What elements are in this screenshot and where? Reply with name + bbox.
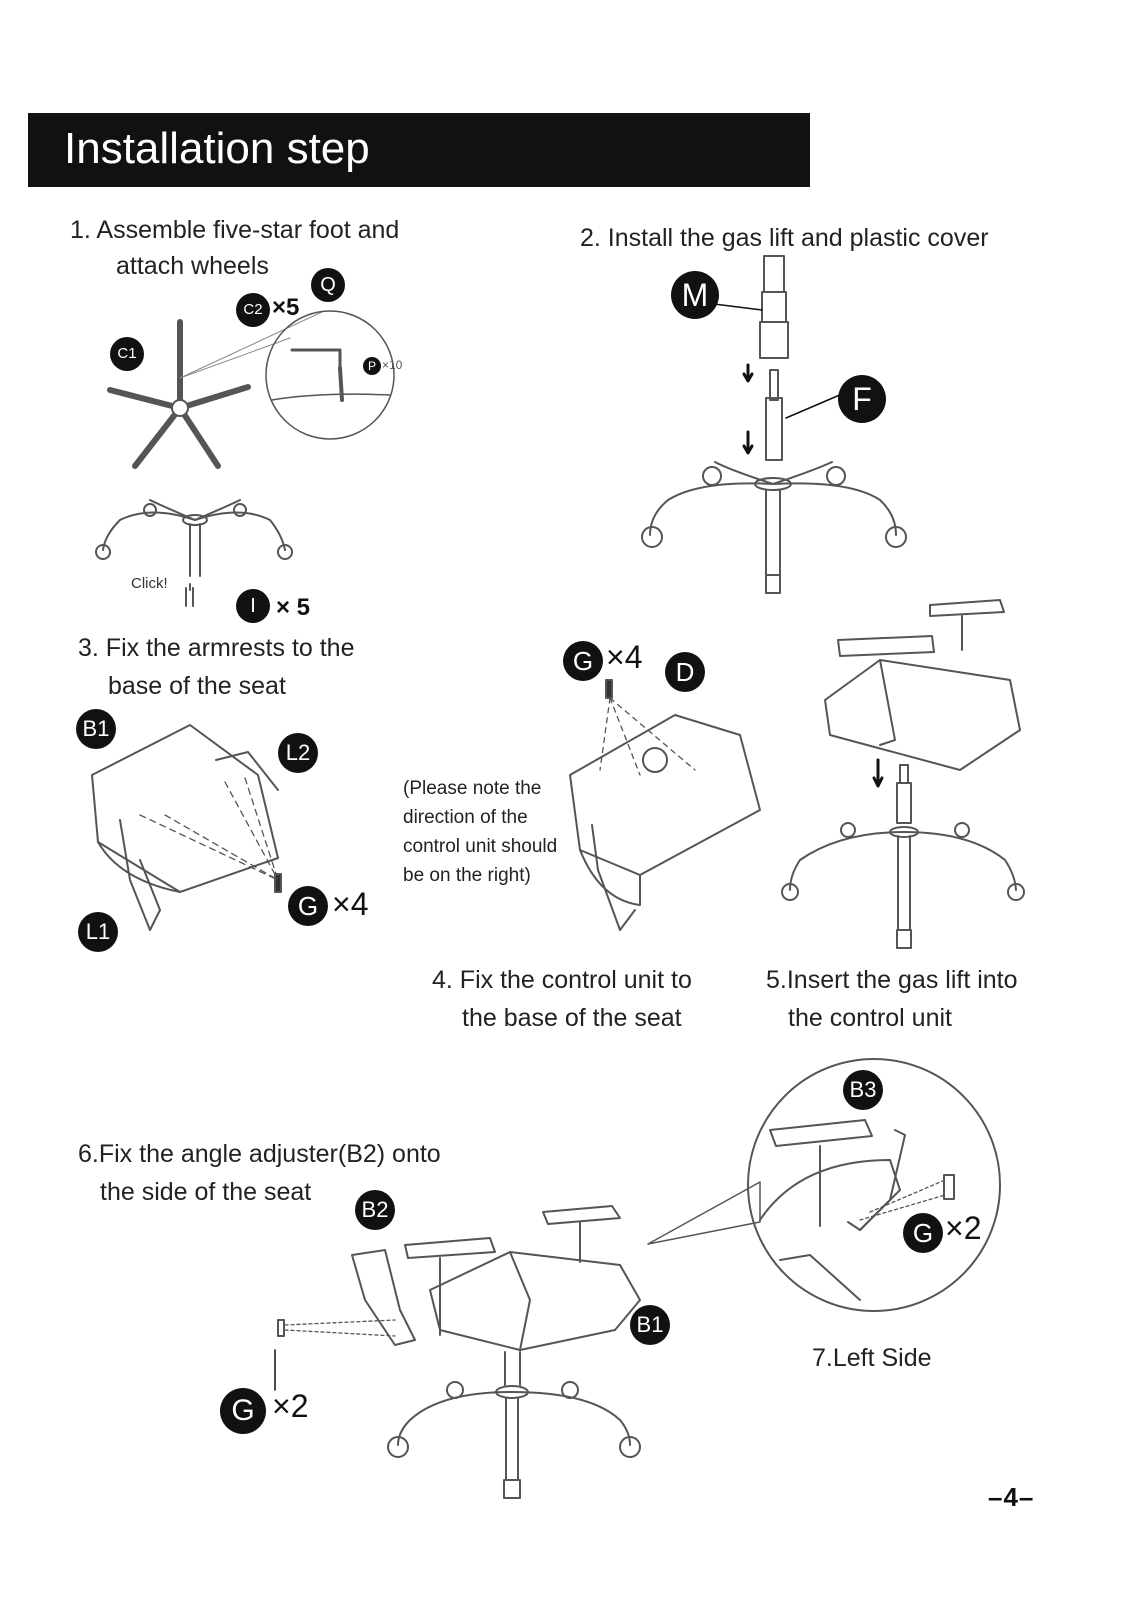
control-unit-note-line-3: control unit should: [403, 836, 558, 857]
part-badge-i: I: [236, 589, 270, 623]
step-5-title: 5.Insert the gas lift into: [766, 966, 1018, 994]
section-header-bar: [28, 113, 810, 187]
page-number: –4–: [988, 1482, 1035, 1512]
seat-onto-gas-lift: [781, 599, 1025, 949]
step-1-title: 1. Assemble five-star foot and: [70, 216, 400, 244]
quantity-c2: ×5: [272, 294, 300, 321]
step-7-title: 7.Left Side: [812, 1344, 932, 1372]
click-label: Click!: [131, 575, 168, 592]
part-badge-b3: B3: [843, 1070, 883, 1110]
five-star-base-exploded: [107, 311, 323, 469]
seat-with-armrests: [91, 724, 282, 931]
part-badge-q: Q: [311, 268, 345, 302]
part-badge-l2: L2: [278, 733, 318, 773]
part-badge-g-armrest: G: [288, 886, 328, 926]
quantity-g-armrest: ×4: [332, 886, 369, 922]
control-unit-note-line-4: be on the right): [403, 865, 531, 886]
control-unit-note-line-1: (Please note the: [403, 778, 542, 799]
part-badge-m: M: [671, 271, 719, 319]
chair-side-view: [274, 1205, 641, 1499]
step-2-title: 2. Install the gas lift and plastic cove…: [580, 224, 989, 252]
five-star-base-assembled: [95, 499, 293, 607]
part-badge-d: D: [665, 652, 705, 692]
gas-lift-and-base: [641, 255, 907, 594]
part-badge-b1: B1: [76, 709, 116, 749]
step-1-subtitle: attach wheels: [116, 252, 269, 280]
step-6-subtitle: the side of the seat: [100, 1178, 312, 1206]
left-side-detail: [647, 1058, 1001, 1312]
step-6-title: 6.Fix the angle adjuster(B2) onto: [78, 1140, 441, 1168]
step-3-title: 3. Fix the armrests to the: [78, 634, 355, 662]
step-4-title: 4. Fix the control unit to: [432, 966, 692, 994]
part-badge-g-control: G: [563, 641, 603, 681]
quantity-i: × 5: [276, 594, 311, 621]
part-badge-p: P: [363, 357, 381, 375]
control-unit-note-line-2: direction of the: [403, 807, 528, 828]
allen-key-detail: [265, 310, 395, 440]
step-3-subtitle: base of the seat: [108, 672, 286, 700]
part-badge-b1-side: B1: [630, 1305, 670, 1345]
part-badge-c1: C1: [110, 337, 144, 371]
quantity-g-side: ×2: [272, 1388, 309, 1424]
part-badge-f: F: [838, 375, 886, 423]
page-title: Installation step: [64, 124, 370, 173]
quantity-g-detail: ×2: [945, 1210, 982, 1246]
quantity-p: ×10: [382, 358, 403, 372]
part-badge-c2: C2: [236, 293, 270, 327]
part-badge-b2: B2: [355, 1190, 395, 1230]
part-badge-g-detail: G: [903, 1213, 943, 1253]
part-badge-g-side: G: [220, 1388, 266, 1434]
part-badge-l1: L1: [78, 912, 118, 952]
seat-with-control-unit: [569, 679, 761, 931]
step-4-subtitle: the base of the seat: [462, 1004, 682, 1032]
quantity-g-control: ×4: [606, 639, 643, 675]
step-5-subtitle: the control unit: [788, 1004, 952, 1032]
